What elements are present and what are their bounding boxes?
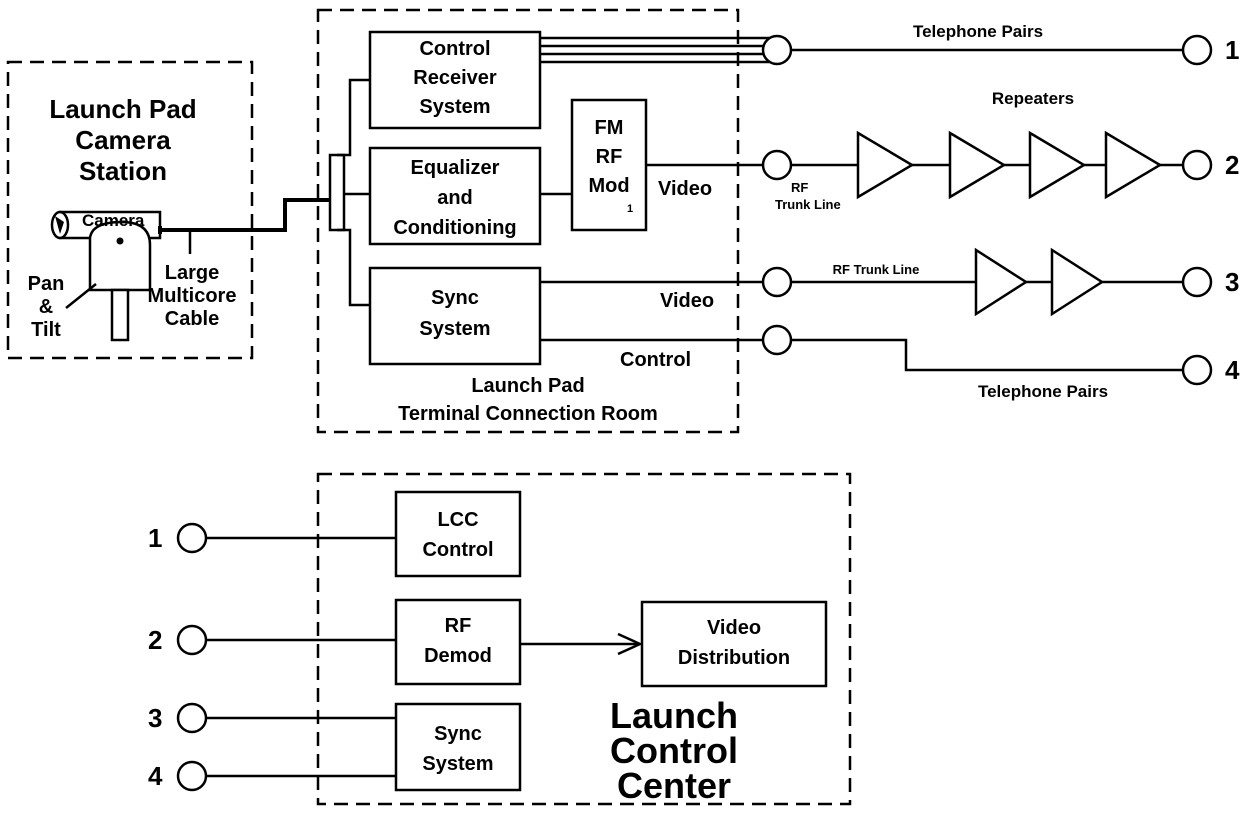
- video-label-1: Video: [658, 178, 712, 200]
- rf-trunk-link-2: [646, 130, 1183, 200]
- sync-system-line-2: System: [419, 318, 490, 340]
- terminal-1-in-label: 1: [148, 523, 162, 553]
- terminal-room-title-line-2: Terminal Connection Room: [398, 403, 658, 425]
- rf-demod-box: [394, 598, 522, 686]
- rf-trunk-link-3: [540, 247, 1183, 317]
- lcc-sync-line-2: System: [422, 753, 493, 775]
- telephone-pairs-link-1: [540, 34, 1183, 66]
- fm-rf-mod-box: [570, 98, 648, 232]
- equalizer-line-1: Equalizer: [411, 157, 500, 179]
- video-label-2: Video: [660, 290, 714, 312]
- repeater-icon: [1050, 247, 1105, 317]
- lcc-control-box: [394, 490, 522, 578]
- control-receiver-line-2: Receiver: [413, 67, 497, 89]
- camera-station-boundary: [6, 60, 254, 360]
- pan-tilt-line-3: Tilt: [31, 319, 61, 341]
- terminal-room-boundary: [316, 8, 740, 434]
- repeater-icon: [1104, 130, 1163, 200]
- pan-tilt-line-1: Pan: [28, 273, 65, 295]
- sync-system-line-1: Sync: [431, 287, 479, 309]
- lcc-sync-line-1: Sync: [434, 723, 482, 745]
- camera-station: Launch Pad Camera Station Camera Pan & T…: [6, 60, 254, 360]
- terminal-3-in: [176, 702, 208, 734]
- terminal-3-in-label: 3: [148, 703, 162, 733]
- video-distribution-box: [640, 600, 828, 688]
- lcc-title-line-3: Center: [617, 765, 731, 806]
- right-terminals: [1181, 34, 1213, 386]
- cable-label-line-1: Large: [165, 262, 219, 284]
- telephone-pairs-link-4: [540, 324, 1183, 372]
- control-receiver-box: [368, 30, 542, 130]
- trunk-line-label: Trunk Line: [775, 197, 841, 212]
- control-label: Control: [620, 349, 691, 371]
- equalizer-line-2: and: [437, 187, 473, 209]
- repeater-icon: [948, 130, 1007, 200]
- camera-icon: [50, 210, 162, 342]
- rf-label: RF: [791, 180, 808, 195]
- lcc-control-line-2: Control: [422, 539, 493, 561]
- repeaters-label: Repeaters: [992, 89, 1074, 108]
- terminal-4-in-label: 4: [148, 761, 163, 791]
- terminal-room: Control Receiver System Equalizer and Co…: [316, 8, 740, 434]
- video-distribution-line-1: Video: [707, 617, 761, 639]
- terminal-2-in: [176, 624, 208, 656]
- terminal-1-out-label: 1: [1225, 35, 1239, 65]
- junction-bar: [328, 153, 346, 232]
- launch-control-center: 1 2 3 4 LCC Control RF Demod Video Distr…: [148, 472, 852, 806]
- terminal-1-in: [176, 522, 208, 554]
- fm-rf-mod-line-1: FM: [595, 117, 624, 139]
- camera-station-title-line-3: Station: [79, 156, 167, 186]
- repeater-icon: [1028, 130, 1087, 200]
- camera-station-title-line-1: Launch Pad: [49, 94, 196, 124]
- terminal-4-out-label: 4: [1225, 355, 1240, 385]
- multicore-cable: [160, 198, 330, 232]
- fm-rf-mod-line-2: RF: [596, 146, 623, 168]
- control-receiver-line-3: System: [419, 96, 490, 118]
- rf-demod-line-1: RF: [445, 615, 472, 637]
- repeater-icon: [856, 130, 915, 200]
- video-distribution-line-2: Distribution: [678, 647, 790, 669]
- fm-rf-mod-sub: 1: [627, 203, 633, 215]
- telephone-pairs-bottom-label: Telephone Pairs: [978, 382, 1108, 401]
- camera-label: Camera: [82, 211, 145, 230]
- cable-label-line-3: Cable: [165, 308, 219, 330]
- equalizer-line-3: Conditioning: [393, 217, 516, 239]
- cable-label-line-2: Multicore: [148, 285, 237, 307]
- lcc-control-line-1: LCC: [437, 509, 478, 531]
- terminal-4-in: [176, 760, 208, 792]
- equalizer-box: [368, 146, 542, 246]
- lcc-boundary: [316, 472, 852, 806]
- fm-rf-mod-line-3: Mod: [588, 175, 629, 197]
- terminal-room-title-line-1: Launch Pad: [471, 375, 584, 397]
- rf-demod-line-2: Demod: [424, 645, 492, 667]
- terminal-1-out: [1181, 34, 1213, 66]
- camera-station-title-line-2: Camera: [75, 125, 171, 155]
- terminal-3-out-label: 3: [1225, 267, 1239, 297]
- rf-trunk-line-label: RF Trunk Line: [833, 262, 920, 277]
- terminal-3-out: [1181, 266, 1213, 298]
- terminal-4-out: [1181, 354, 1213, 386]
- pan-tilt-line-2: &: [39, 296, 53, 318]
- lcc-title-line-2: Control: [610, 730, 738, 771]
- sync-system-box: [368, 266, 542, 366]
- telephone-pairs-top-label: Telephone Pairs: [913, 22, 1043, 41]
- lcc-title-line-1: Launch: [610, 695, 738, 736]
- lcc-sync-system-box: [394, 702, 522, 792]
- terminal-2-out: [1181, 149, 1213, 181]
- repeater-icon: [974, 247, 1029, 317]
- terminal-2-out-label: 2: [1225, 150, 1239, 180]
- terminal-2-in-label: 2: [148, 625, 162, 655]
- control-receiver-line-1: Control: [419, 38, 490, 60]
